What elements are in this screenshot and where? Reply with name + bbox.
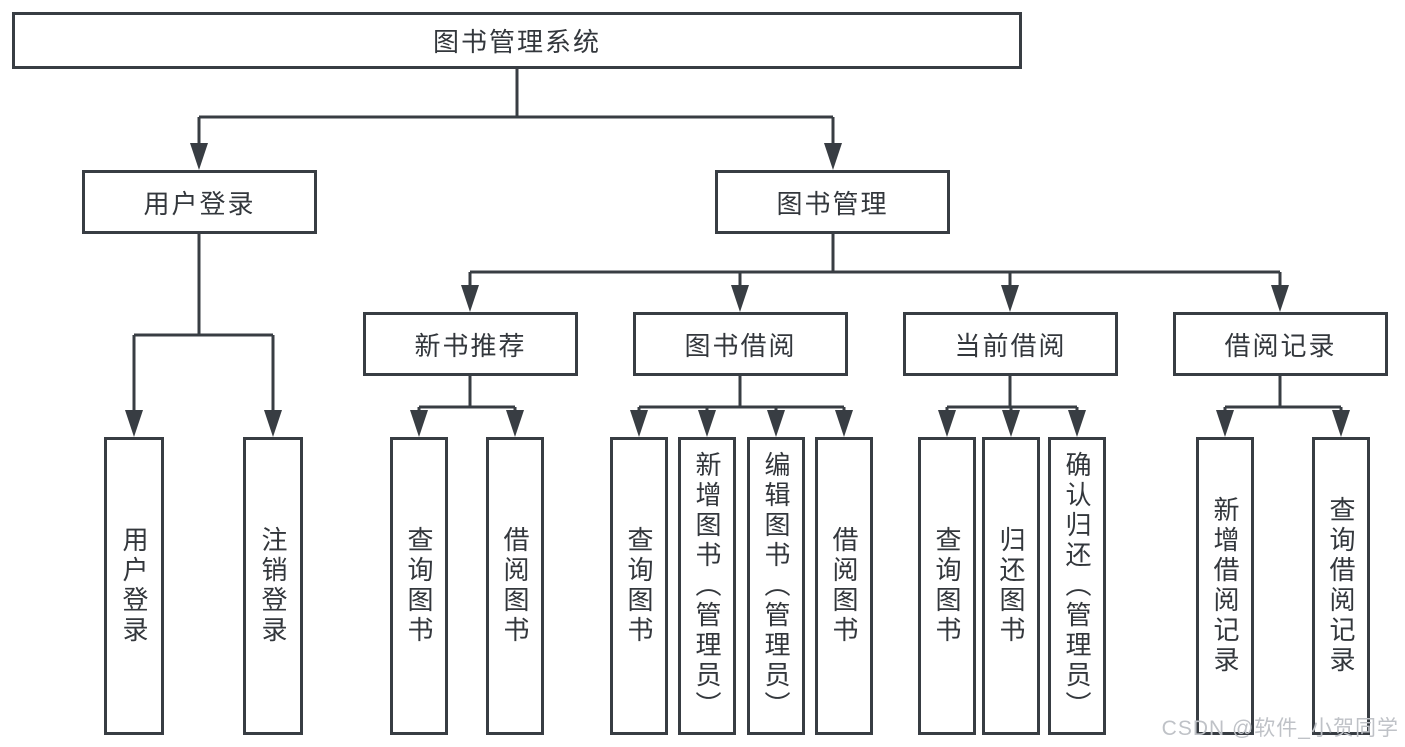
node-root: 图书管理系统 [12, 12, 1022, 69]
leaf-nbr-query-books: 查询图书 [390, 437, 448, 735]
node-root-label: 图书管理系统 [432, 27, 601, 57]
leaf-user-login: 用户登录 [104, 437, 164, 735]
node-user-login-label: 用户登录 [143, 188, 256, 219]
watermark: CSDN @软件_小贺同学 [1161, 717, 1399, 740]
leaf-cb-return-books-label: 归还图书 [996, 526, 1026, 646]
leaf-bb-borrow-books-label: 借阅图书 [829, 526, 859, 646]
leaf-cb-confirm-return-admin-label: 确认归还（管理员） [1062, 451, 1092, 721]
leaf-bb-add-books-admin: 新增图书（管理员） [678, 437, 736, 735]
node-borrow-records: 借阅记录 [1173, 312, 1388, 376]
leaf-cb-return-books: 归还图书 [982, 437, 1040, 735]
leaf-nbr-borrow-books: 借阅图书 [486, 437, 544, 735]
leaf-br-add-record-label: 新增借阅记录 [1210, 496, 1240, 676]
leaf-cb-confirm-return-admin: 确认归还（管理员） [1048, 437, 1106, 735]
node-current-borrow: 当前借阅 [903, 312, 1118, 376]
leaf-user-login-label: 用户登录 [119, 526, 149, 646]
node-book-management-label: 图书管理 [776, 188, 889, 219]
leaf-br-query-record-label: 查询借阅记录 [1326, 496, 1356, 676]
leaf-bb-query-books: 查询图书 [610, 437, 668, 735]
node-current-borrow-label: 当前借阅 [954, 330, 1067, 361]
node-book-borrow: 图书借阅 [633, 312, 848, 376]
leaf-logout: 注销登录 [243, 437, 303, 735]
leaf-br-add-record: 新增借阅记录 [1196, 437, 1254, 735]
node-new-book-recommend-label: 新书推荐 [414, 330, 527, 361]
leaf-bb-add-books-admin-label: 新增图书（管理员） [692, 451, 722, 721]
leaf-nbr-borrow-books-label: 借阅图书 [500, 526, 530, 646]
leaf-bb-borrow-books: 借阅图书 [815, 437, 873, 735]
node-book-management: 图书管理 [715, 170, 950, 234]
node-book-borrow-label: 图书借阅 [684, 330, 797, 361]
node-new-book-recommend: 新书推荐 [363, 312, 578, 376]
leaf-bb-query-books-label: 查询图书 [624, 526, 654, 646]
node-borrow-records-label: 借阅记录 [1224, 330, 1337, 361]
leaf-cb-query-books-label: 查询图书 [932, 526, 962, 646]
leaf-logout-label: 注销登录 [258, 526, 288, 646]
leaf-cb-query-books: 查询图书 [918, 437, 976, 735]
leaf-br-query-record: 查询借阅记录 [1312, 437, 1370, 735]
leaf-bb-edit-books-admin: 编辑图书（管理员） [747, 437, 805, 735]
leaf-nbr-query-books-label: 查询图书 [404, 526, 434, 646]
leaf-bb-edit-books-admin-label: 编辑图书（管理员） [761, 451, 791, 721]
node-user-login: 用户登录 [82, 170, 317, 234]
